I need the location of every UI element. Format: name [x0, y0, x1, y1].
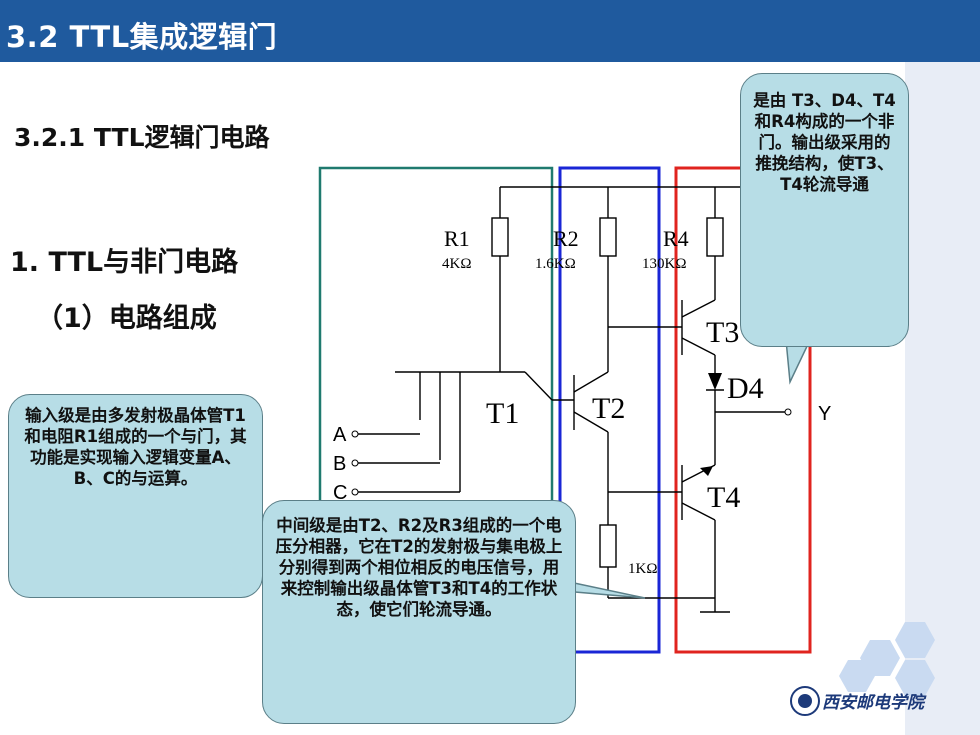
d4-label: D4 [727, 372, 764, 405]
page-title: 3.2 TTL集成逻辑门 [6, 20, 278, 54]
r1-value: 4KΩ [442, 256, 471, 272]
r2-label: R2 [553, 226, 579, 251]
output-stage-callout: 是由 T3、D4、T4和R4构成的一个非门。输出级采用的推挽结构，使T3、T4轮… [740, 73, 909, 347]
r4-value: 130KΩ [642, 256, 686, 272]
t4-label: T4 [707, 481, 740, 514]
t3-label: T3 [706, 316, 739, 349]
middle-stage-box [558, 166, 661, 654]
hexagon-decor [839, 622, 935, 696]
r4-label: R4 [663, 226, 689, 251]
title-bar: 3.2 TTL集成逻辑门 [0, 0, 980, 62]
input-c-label: C [333, 482, 347, 504]
seal-icon [790, 686, 820, 716]
r1-label: R1 [444, 226, 470, 251]
input-a-label: A [333, 424, 347, 446]
university-name: 西安邮电学院 [822, 693, 924, 713]
r3-value: 1KΩ [628, 561, 657, 577]
t1-label: T1 [486, 397, 519, 430]
middle-stage-callout: 中间级是由T2、R2及R3组成的一个电压分相器，它在T2的发射极与集电极上分别得… [262, 500, 576, 724]
item-heading: 1. TTL与非门电路 [10, 247, 239, 278]
t2-label: T2 [592, 392, 625, 425]
r2-value: 1.6KΩ [535, 256, 576, 272]
middle-stage-text: 中间级是由T2、R2及R3组成的一个电压分相器，它在T2的发射极与集电极上分别得… [275, 516, 563, 619]
input-b-label: B [333, 453, 346, 475]
output-y-label: Y [818, 403, 831, 425]
university-logo: 西安邮电学院 [790, 686, 970, 716]
sub-heading: （1）电路组成 [36, 303, 217, 334]
input-stage-callout: 输入级是由多发射极晶体管T1和电阻R1组成的一个与门，其功能是实现输入逻辑变量A… [8, 394, 263, 598]
input-stage-text: 输入级是由多发射极晶体管T1和电阻R1组成的一个与门，其功能是实现输入逻辑变量A… [24, 406, 247, 488]
section-heading: 3.2.1 TTL逻辑门电路 [14, 123, 270, 152]
output-stage-text: 是由 T3、D4、T4和R4构成的一个非门。输出级采用的推挽结构，使T3、T4轮… [753, 91, 896, 194]
